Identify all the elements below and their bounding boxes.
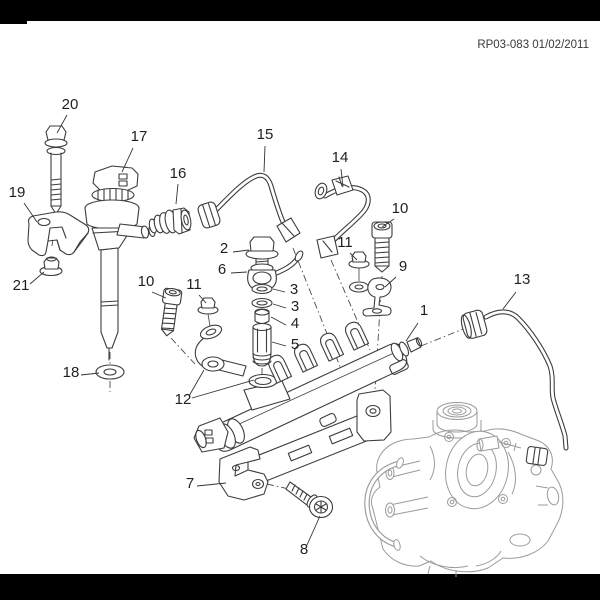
- callout-3b: 3: [291, 298, 299, 315]
- inlet-fitting-stack: [245, 236, 304, 367]
- callout-2: 2: [220, 240, 228, 257]
- callout-10-right: 10: [392, 200, 409, 217]
- top-bar-tab: [0, 0, 27, 24]
- bracket-9: [362, 277, 392, 317]
- callout-11-right: 11: [337, 234, 353, 251]
- bottom-bar: [0, 574, 600, 600]
- clamp-19: [27, 211, 90, 257]
- pump-left-port-b: [389, 496, 429, 516]
- bolt-10-left: [161, 287, 183, 337]
- injector-assembly: [27, 125, 192, 380]
- callout-21: 21: [13, 277, 30, 294]
- callout-8: 8: [300, 541, 308, 558]
- grommet-washer: [348, 281, 370, 293]
- callout-16: 16: [170, 165, 187, 182]
- callout-11-left: 11: [186, 276, 202, 293]
- fuel-pump-ghost: [364, 402, 564, 577]
- nut-21: [39, 256, 63, 277]
- callout-1: 1: [420, 302, 428, 319]
- callout-12: 12: [175, 391, 192, 408]
- washer-18: [95, 364, 125, 380]
- callout-6: 6: [218, 261, 226, 278]
- callout-15: 15: [257, 126, 274, 143]
- nut-11-left: [197, 297, 219, 327]
- washer-3a: [251, 283, 273, 295]
- injection-pipe-15: [197, 172, 301, 243]
- callout-14: 14: [332, 149, 349, 166]
- bolt-20: [44, 125, 68, 215]
- pump-to-rail-pipe: [460, 309, 569, 466]
- bolt-2-head: [249, 236, 275, 252]
- fitting-16: [148, 207, 192, 235]
- callout-7: 7: [186, 475, 194, 492]
- right-fasteners: [348, 221, 393, 317]
- callout-20: 20: [62, 96, 79, 113]
- bolt-10-right: [371, 221, 393, 273]
- callout-19: 19: [9, 184, 26, 201]
- injector-connector: [92, 165, 139, 192]
- rail-mounting-bracket-bar: [218, 389, 392, 501]
- pipe-14-elbow: [314, 182, 328, 200]
- callouts: 20 17 19 21 16 15 14 10 11 9 2 6 3 3 4 5…: [9, 96, 531, 558]
- doc-reference: RP03-083 01/02/2011: [477, 39, 589, 51]
- callout-9: 9: [399, 258, 407, 275]
- pipe-15-nut: [197, 201, 221, 229]
- fuel-rail: [193, 319, 423, 453]
- spacer-4: [254, 308, 270, 325]
- rail-inlet-port: [248, 373, 278, 389]
- left-fasteners: [161, 287, 247, 377]
- callout-4: 4: [291, 315, 299, 332]
- pump-feed-port: [478, 435, 500, 452]
- injector-body: [100, 247, 119, 349]
- callout-3a: 3: [290, 281, 298, 298]
- callout-17: 17: [131, 128, 148, 145]
- injector-side-port: [116, 223, 147, 239]
- rail-outlet-fitting: [406, 337, 422, 353]
- pipe-union-nut: [460, 309, 488, 339]
- pipe-lower-nut: [525, 446, 549, 466]
- nut-11-right: [348, 251, 370, 293]
- callout-10-left: 10: [138, 273, 155, 290]
- bolt-8: [285, 481, 334, 519]
- bracket-12: [194, 324, 247, 377]
- callout-5: 5: [291, 336, 299, 353]
- injector-17: [84, 165, 156, 361]
- callout-13: 13: [514, 271, 531, 288]
- callout-18: 18: [63, 364, 80, 381]
- washer-3b: [251, 297, 273, 309]
